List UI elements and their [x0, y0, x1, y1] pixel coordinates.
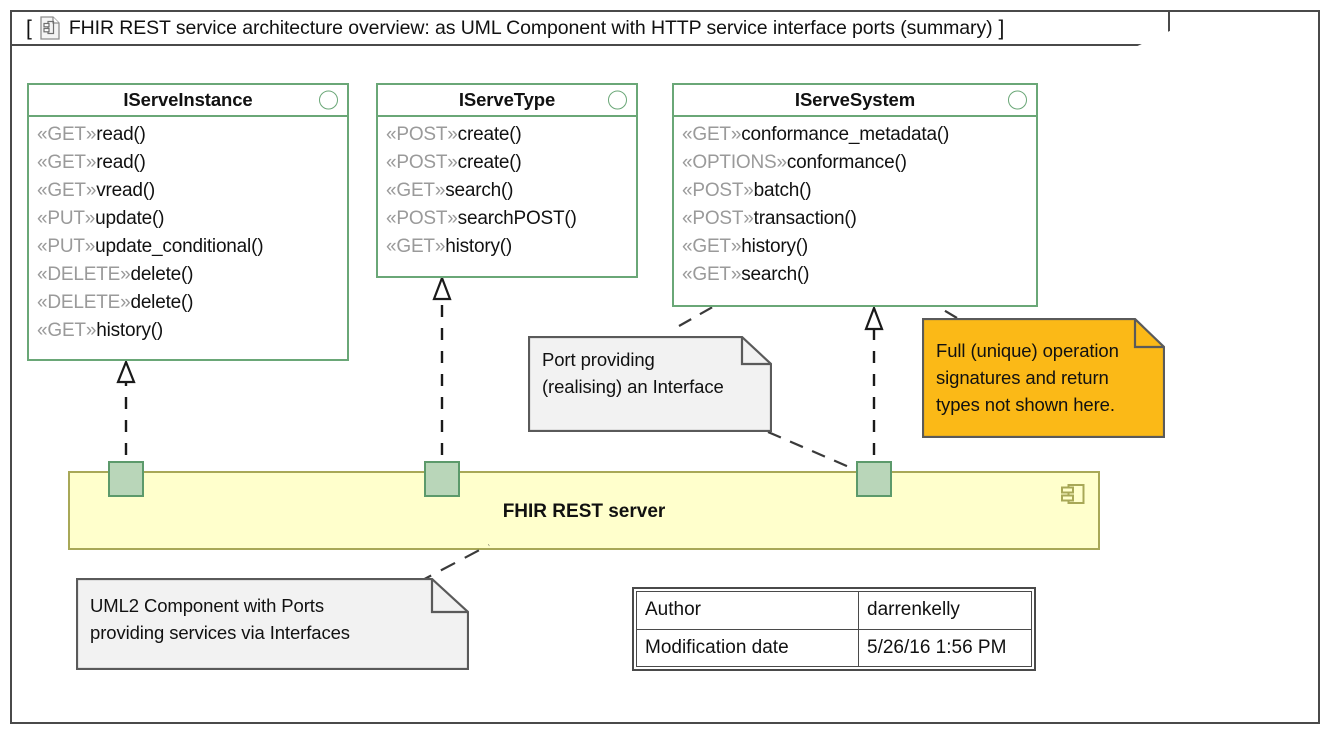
interface-operations: «GET»read() «GET»read() «GET»vread() «PU…: [29, 117, 347, 351]
operation-stereotype: «GET»: [37, 320, 97, 341]
operation-stereotype: «OPTIONS»: [682, 152, 787, 173]
metadata-table: Author darrenkelly Modification date 5/2…: [632, 587, 1036, 671]
operation-signature: conformance(): [786, 152, 907, 173]
provided-interface-circle-icon: [319, 90, 338, 110]
table-row: Author darrenkelly: [636, 591, 1032, 630]
port-iservetype[interactable]: [424, 461, 460, 497]
metadata-key: Modification date: [636, 628, 859, 667]
uml-component-icon: [1061, 484, 1085, 504]
note-operation-signatures[interactable]: Full (unique) operation signatures and r…: [922, 318, 1165, 438]
operation-row: «POST»transaction(): [682, 205, 1036, 233]
operation-row: «GET»history(): [682, 233, 1036, 261]
table-row: Modification date 5/26/16 1:56 PM: [636, 628, 1032, 667]
operation-row: «GET»conformance_metadata(): [682, 121, 1036, 149]
note-text: Full (unique) operation signatures and r…: [936, 340, 1119, 415]
operation-row: «POST»create(): [386, 121, 636, 149]
interface-operations: «GET»conformance_metadata() «OPTIONS»con…: [674, 117, 1036, 295]
metadata-value: darrenkelly: [858, 591, 1032, 630]
diagram-title: FHIR REST service architecture overview:…: [68, 16, 993, 39]
interface-iserveinstance[interactable]: IServeInstance «GET»read() «GET»read() «…: [27, 83, 349, 361]
operation-signature: history(): [96, 320, 164, 341]
provided-interface-circle-icon: [1008, 90, 1027, 110]
operation-signature: create(): [457, 124, 522, 145]
operation-signature: vread(): [96, 180, 155, 201]
operation-stereotype: «GET»: [37, 152, 97, 173]
operation-row: «GET»search(): [386, 177, 636, 205]
interface-iservesystem[interactable]: IServeSystem «GET»conformance_metadata()…: [672, 83, 1038, 307]
operation-row: «POST»batch(): [682, 177, 1036, 205]
operation-row: «GET»history(): [37, 317, 347, 345]
operation-stereotype: «GET»: [37, 124, 97, 145]
operation-signature: create(): [457, 152, 522, 173]
operation-row: «OPTIONS»conformance(): [682, 149, 1036, 177]
operation-row: «GET»read(): [37, 121, 347, 149]
operation-signature: history(): [445, 236, 513, 257]
operation-stereotype: «GET»: [386, 180, 446, 201]
operation-row: «GET»vread(): [37, 177, 347, 205]
operation-signature: search(): [741, 264, 810, 285]
operation-signature: read(): [96, 152, 146, 173]
operation-stereotype: «GET»: [386, 236, 446, 257]
operation-stereotype: «PUT»: [37, 236, 96, 257]
operation-stereotype: «POST»: [682, 208, 754, 229]
operation-signature: delete(): [130, 292, 194, 313]
provided-interface-circle-icon: [608, 90, 627, 110]
operation-row: «GET»search(): [682, 261, 1036, 289]
port-iserveinstance[interactable]: [108, 461, 144, 497]
operation-stereotype: «POST»: [682, 180, 754, 201]
operation-row: «PUT»update_conditional(): [37, 233, 347, 261]
uml-diagram-document-icon: [40, 16, 60, 40]
operation-signature: read(): [96, 124, 146, 145]
interface-header: IServeType: [378, 85, 636, 117]
interface-name: IServeInstance: [123, 89, 253, 110]
note-component-ports[interactable]: UML2 Component with Ports providing serv…: [76, 578, 469, 670]
interface-operations: «POST»create() «POST»create() «GET»searc…: [378, 117, 636, 267]
operation-stereotype: «POST»: [386, 124, 458, 145]
interface-iservetype[interactable]: IServeType «POST»create() «POST»create()…: [376, 83, 638, 278]
operation-stereotype: «DELETE»: [37, 264, 131, 285]
note-text: Port providing (realising) an Interface: [542, 349, 724, 397]
operation-stereotype: «GET»: [682, 236, 742, 257]
component-label: FHIR REST server: [502, 501, 666, 522]
operation-row: «PUT»update(): [37, 205, 347, 233]
operation-signature: update_conditional(): [95, 236, 264, 257]
operation-row: «DELETE»delete(): [37, 289, 347, 317]
title-bracket-open: [: [26, 16, 32, 40]
operation-signature: searchPOST(): [457, 208, 577, 229]
port-iservesystem[interactable]: [856, 461, 892, 497]
component-fhir-rest-server[interactable]: FHIR REST server: [68, 471, 1100, 550]
operation-stereotype: «PUT»: [37, 208, 96, 229]
note-text: UML2 Component with Ports providing serv…: [90, 595, 350, 643]
operation-stereotype: «GET»: [37, 180, 97, 201]
operation-row: «POST»searchPOST(): [386, 205, 636, 233]
operation-signature: batch(): [753, 180, 812, 201]
operation-stereotype: «GET»: [682, 264, 742, 285]
operation-signature: delete(): [130, 264, 194, 285]
operation-stereotype: «DELETE»: [37, 292, 131, 313]
operation-row: «POST»create(): [386, 149, 636, 177]
operation-stereotype: «POST»: [386, 208, 458, 229]
metadata-key: Author: [636, 591, 859, 630]
metadata-value: 5/26/16 1:56 PM: [858, 628, 1032, 667]
operation-row: «DELETE»delete(): [37, 261, 347, 289]
note-port-interface[interactable]: Port providing (realising) an Interface: [528, 336, 772, 432]
interface-header: IServeInstance: [29, 85, 347, 117]
interface-header: IServeSystem: [674, 85, 1036, 117]
interface-name: IServeSystem: [794, 89, 916, 110]
diagram-title-tab: [ FHIR REST service architecture overvie…: [10, 10, 1170, 46]
operation-row: «GET»read(): [37, 149, 347, 177]
operation-stereotype: «POST»: [386, 152, 458, 173]
note-shape: [922, 318, 1165, 438]
operation-signature: transaction(): [753, 208, 857, 229]
title-bracket-close: ]: [998, 16, 1005, 40]
operation-stereotype: «GET»: [682, 124, 742, 145]
interface-name: IServeType: [458, 89, 556, 110]
note-shape: [528, 336, 772, 432]
operation-row: «GET»history(): [386, 233, 636, 261]
operation-signature: history(): [741, 236, 809, 257]
note-shape: [76, 578, 469, 670]
operation-signature: search(): [445, 180, 514, 201]
operation-signature: update(): [95, 208, 165, 229]
operation-signature: conformance_metadata(): [741, 124, 950, 145]
